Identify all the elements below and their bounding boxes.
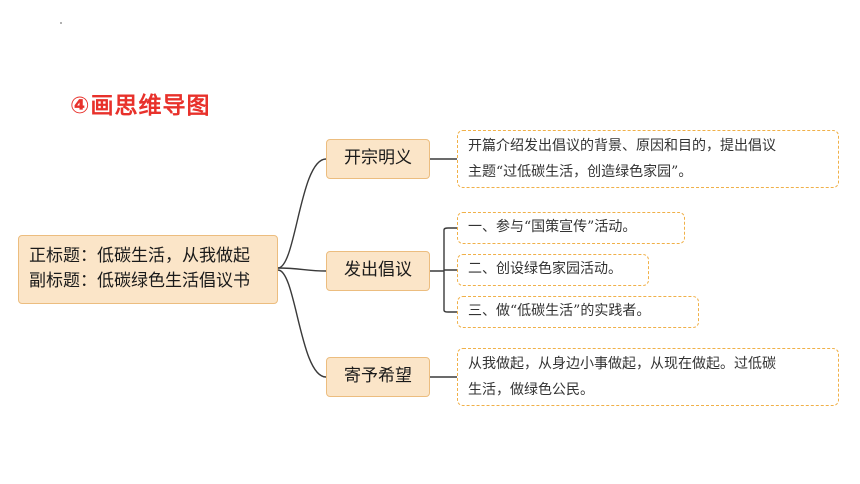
decorative-dot bbox=[60, 22, 62, 24]
branch-node-hopes: 寄予希望 bbox=[326, 357, 430, 397]
leaf-text-line: 二、创设绿色家园活动。 bbox=[468, 261, 622, 277]
root-title-main: 正标题：低碳生活，从我做起 bbox=[29, 246, 250, 266]
leaf-proposal-1: 一、参与“国策宣传”活动。 bbox=[457, 212, 685, 244]
root-title-sub: 副标题：低碳绿色生活倡议书 bbox=[29, 271, 250, 291]
connector-root-branch-3 bbox=[277, 269, 327, 378]
branch-node-proposals: 发出倡议 bbox=[326, 251, 430, 291]
connector-root-branch-1 bbox=[277, 158, 327, 269]
leaf-hopes: 从我做起，从身边小事做起，从现在做起。过低碳 生活，做绿色公民。 bbox=[457, 348, 839, 406]
connector-branch-2-leaves bbox=[430, 227, 457, 313]
leaf-text-line: 生活，做绿色公民。 bbox=[468, 382, 594, 398]
leaf-text-line: 一、参与“国策宣传”活动。 bbox=[468, 219, 637, 235]
leaf-text-line: 三、做“低碳生活”的实践者。 bbox=[468, 303, 651, 319]
root-node: 正标题：低碳生活，从我做起 副标题：低碳绿色生活倡议书 bbox=[18, 235, 278, 304]
connector-root-branch-2 bbox=[277, 267, 327, 272]
branch-node-opening: 开宗明义 bbox=[326, 139, 430, 179]
leaf-proposal-3: 三、做“低碳生活”的实践者。 bbox=[457, 296, 699, 328]
leaf-proposal-2: 二、创设绿色家园活动。 bbox=[457, 254, 649, 286]
leaf-text-line: 开篇介绍发出倡议的背景、原因和目的，提出倡议 bbox=[468, 138, 776, 154]
leaf-text-line: 主题“过低碳生活，创造绿色家园”。 bbox=[468, 164, 693, 180]
page-title: ④画思维导图 bbox=[70, 93, 211, 119]
leaf-text-line: 从我做起，从身边小事做起，从现在做起。过低碳 bbox=[468, 356, 776, 372]
leaf-opening: 开篇介绍发出倡议的背景、原因和目的，提出倡议 主题“过低碳生活，创造绿色家园”。 bbox=[457, 130, 839, 188]
